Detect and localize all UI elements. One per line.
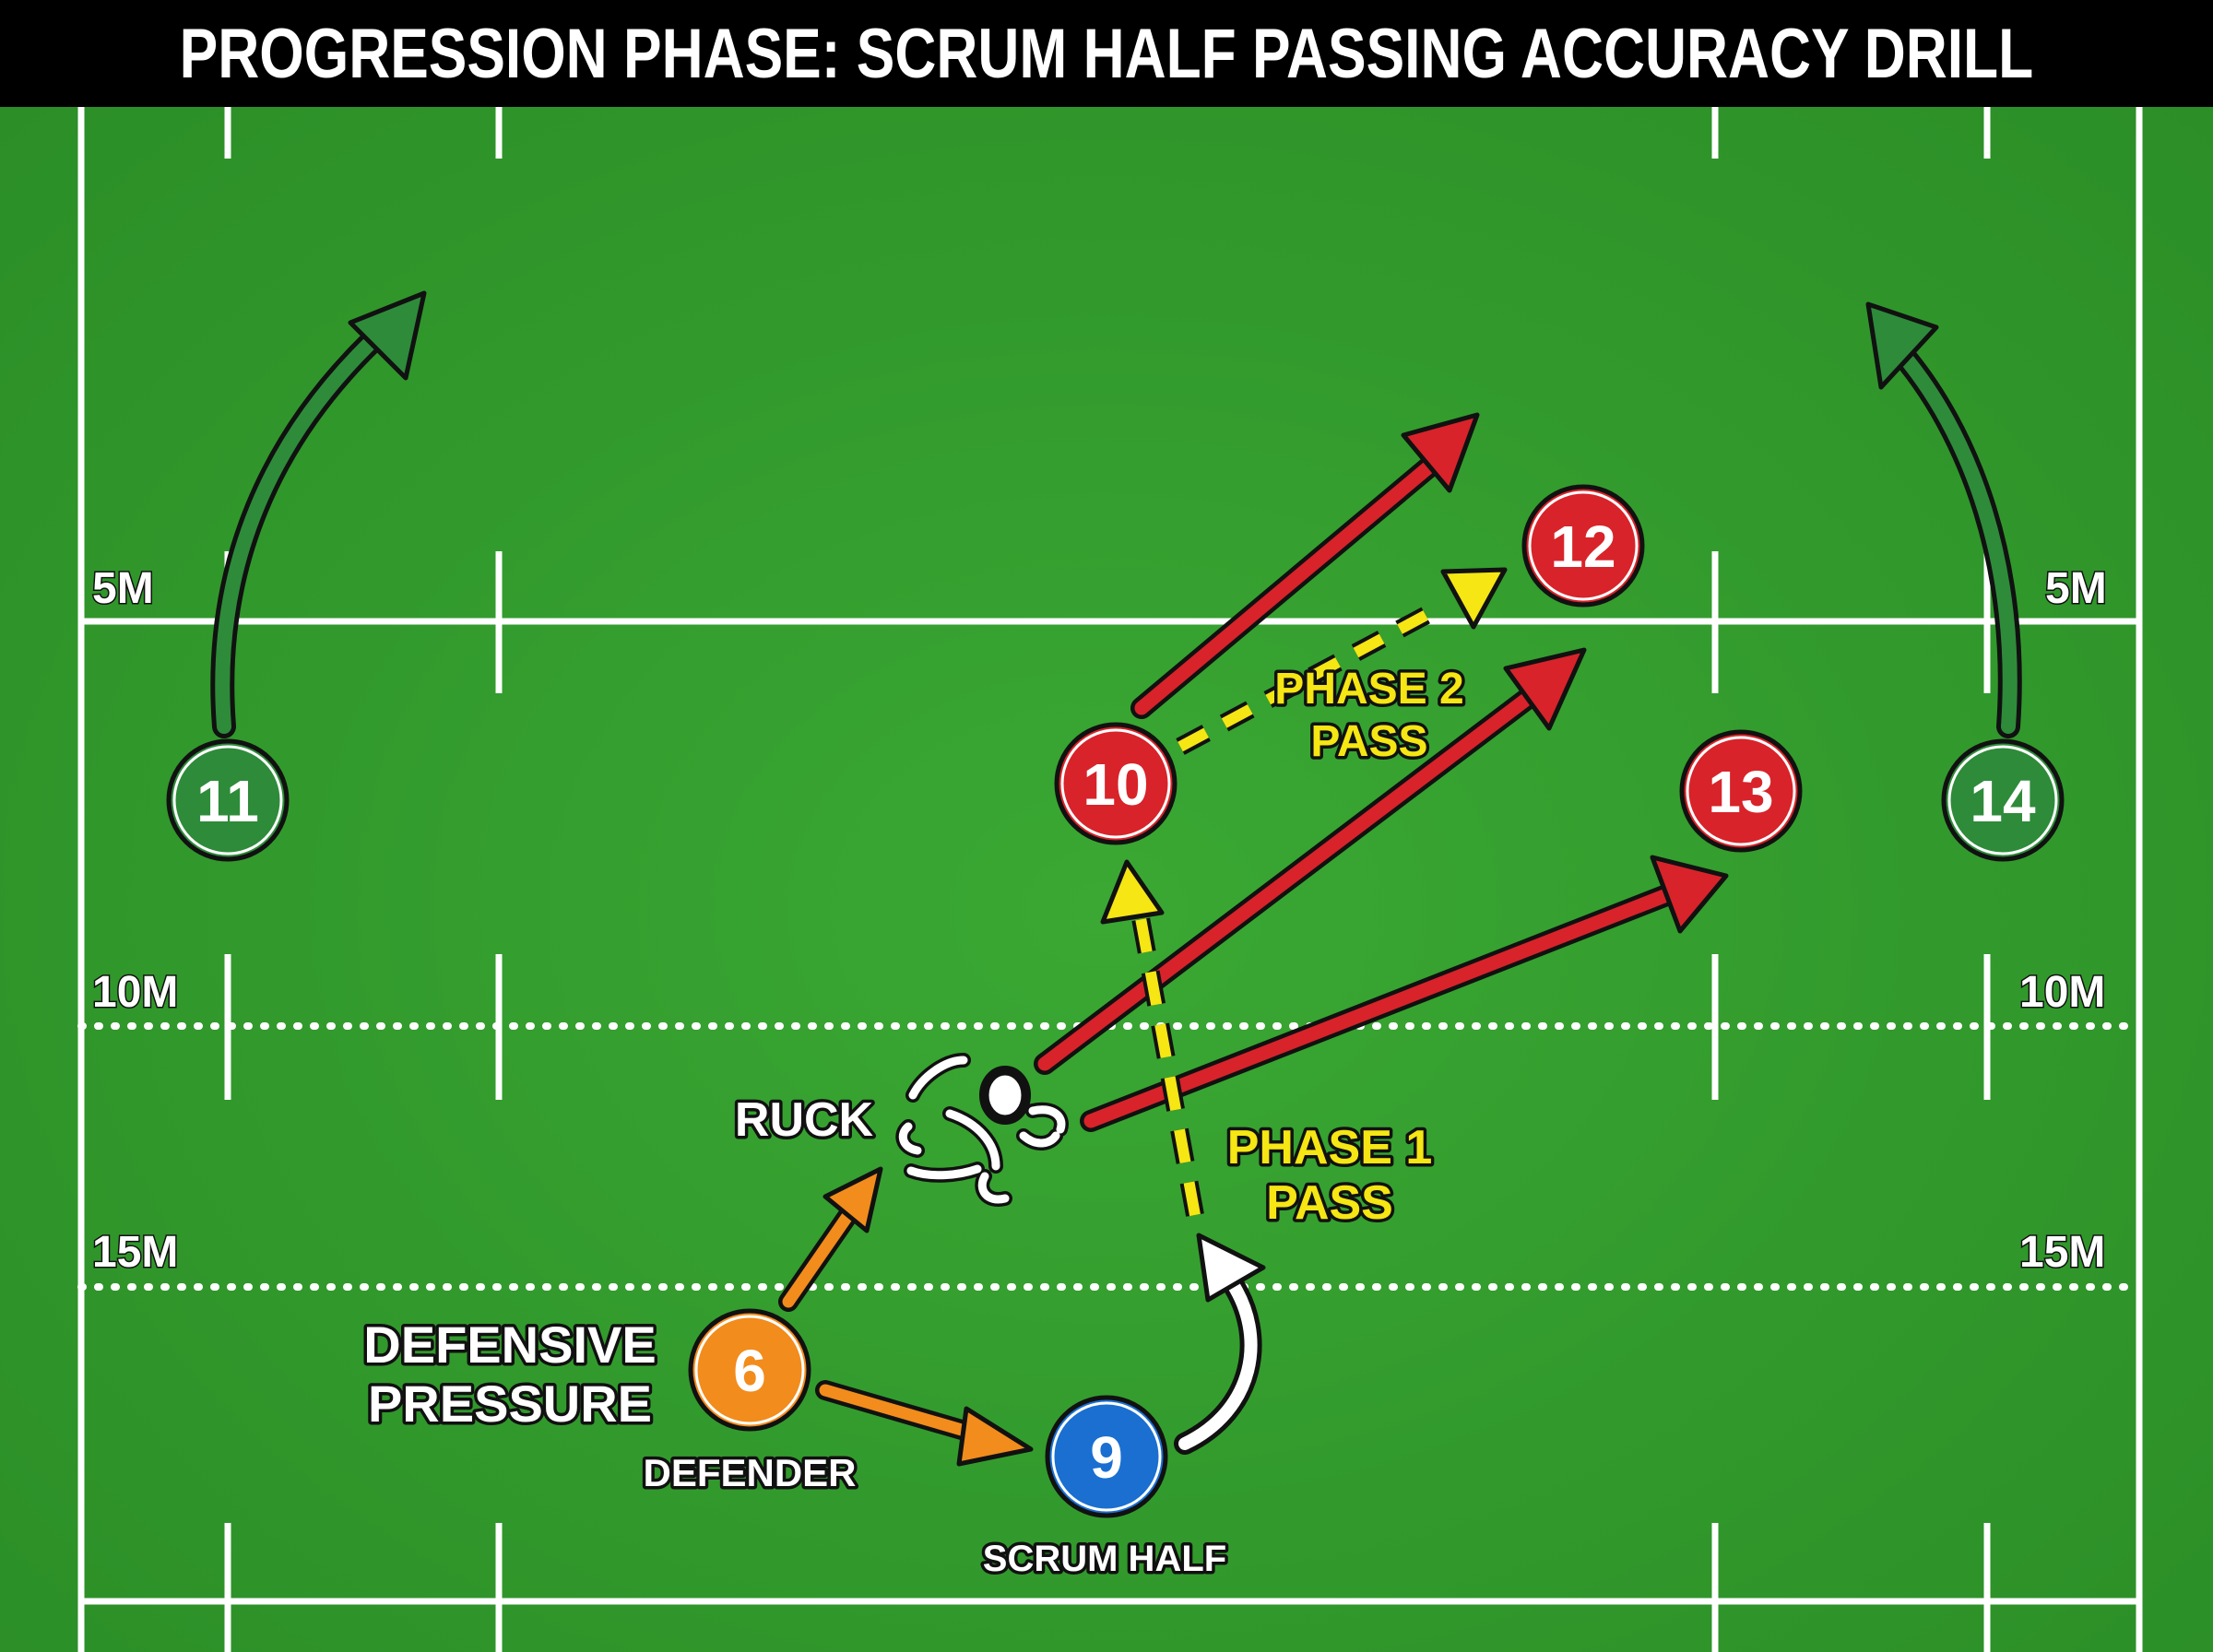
winger-runs [210, 290, 2022, 738]
player-number-11: 11 [196, 768, 259, 834]
ruck-icon [895, 1053, 1069, 1207]
marker-5m-left: 5M [92, 564, 154, 613]
marker-5m-right: 5M [2045, 564, 2107, 613]
run-arrowhead-10 [1401, 412, 1480, 493]
run-arrowhead-11 [348, 290, 427, 381]
marker-15m-left: 15M [92, 1228, 178, 1277]
phase2-pass-arrowhead [1440, 567, 1508, 630]
player-number-14: 14 [1970, 768, 2036, 834]
player-14: 14 [1941, 738, 2065, 862]
page-title: PROGRESSION PHASE: SCRUM HALF PASSING AC… [179, 14, 2034, 93]
marker-10m-left: 10M [92, 968, 178, 1017]
pressure-arrow-ruck [782, 1209, 855, 1308]
scrum-half-label: SCRUM HALF [983, 1539, 1226, 1579]
run-arrow-11 [215, 315, 399, 734]
player-number-9: 9 [1090, 1424, 1123, 1491]
title-bar: PROGRESSION PHASE: SCRUM HALF PASSING AC… [0, 0, 2213, 107]
run-arrowhead-ruck-13 [1650, 855, 1729, 934]
pressure-arrow-scrum-half [819, 1384, 984, 1441]
player-11: 11 [166, 738, 290, 862]
player-9: 9 [1045, 1395, 1168, 1518]
player-10: 10 [1054, 722, 1178, 845]
attack-runs [1034, 412, 1729, 1132]
run-arrowhead-ruck-12 [1503, 647, 1587, 731]
run-arrow-10 [1134, 455, 1441, 715]
marker-15m-right: 15M [2019, 1228, 2105, 1277]
pressure-arrowhead-ruck [822, 1166, 883, 1233]
player-number-12: 12 [1550, 513, 1615, 580]
pass-lines [1100, 567, 1508, 1217]
defensive-pressure-line2: PRESSURE [368, 1375, 652, 1433]
player-number-10: 10 [1083, 751, 1148, 818]
run-arrow-14 [1888, 338, 2018, 734]
player-number-13: 13 [1708, 759, 1773, 825]
player-12: 12 [1521, 484, 1645, 608]
defender-label: DEFENDER [643, 1451, 856, 1494]
player-number-6: 6 [733, 1338, 766, 1404]
phase1-pass-arrowhead [1100, 859, 1165, 925]
defensive-pressure-arrows [778, 1166, 1034, 1467]
pressure-arrowhead-scrum-half [956, 1406, 1034, 1467]
run-arrow-ruck-12 [1037, 689, 1538, 1071]
ruck-label: RUCK [735, 1093, 874, 1147]
marker-10m-right: 10M [2019, 968, 2105, 1017]
player-13: 13 [1679, 729, 1803, 853]
defensive-pressure-line1: DEFENSIVE [363, 1316, 656, 1374]
player-6: 6 [688, 1308, 811, 1432]
run-arrowhead-14 [1865, 301, 1939, 390]
scrum-half-pickup-arrow [1174, 1233, 1266, 1455]
phase1-label-line2: PASS [1266, 1176, 1393, 1230]
phase2-label-line2: PASS [1310, 717, 1427, 766]
phase1-label-line1: PHASE 1 [1227, 1121, 1433, 1174]
phase2-label-line1: PHASE 2 [1274, 665, 1463, 714]
run-arrow-ruck-13 [1083, 885, 1681, 1128]
